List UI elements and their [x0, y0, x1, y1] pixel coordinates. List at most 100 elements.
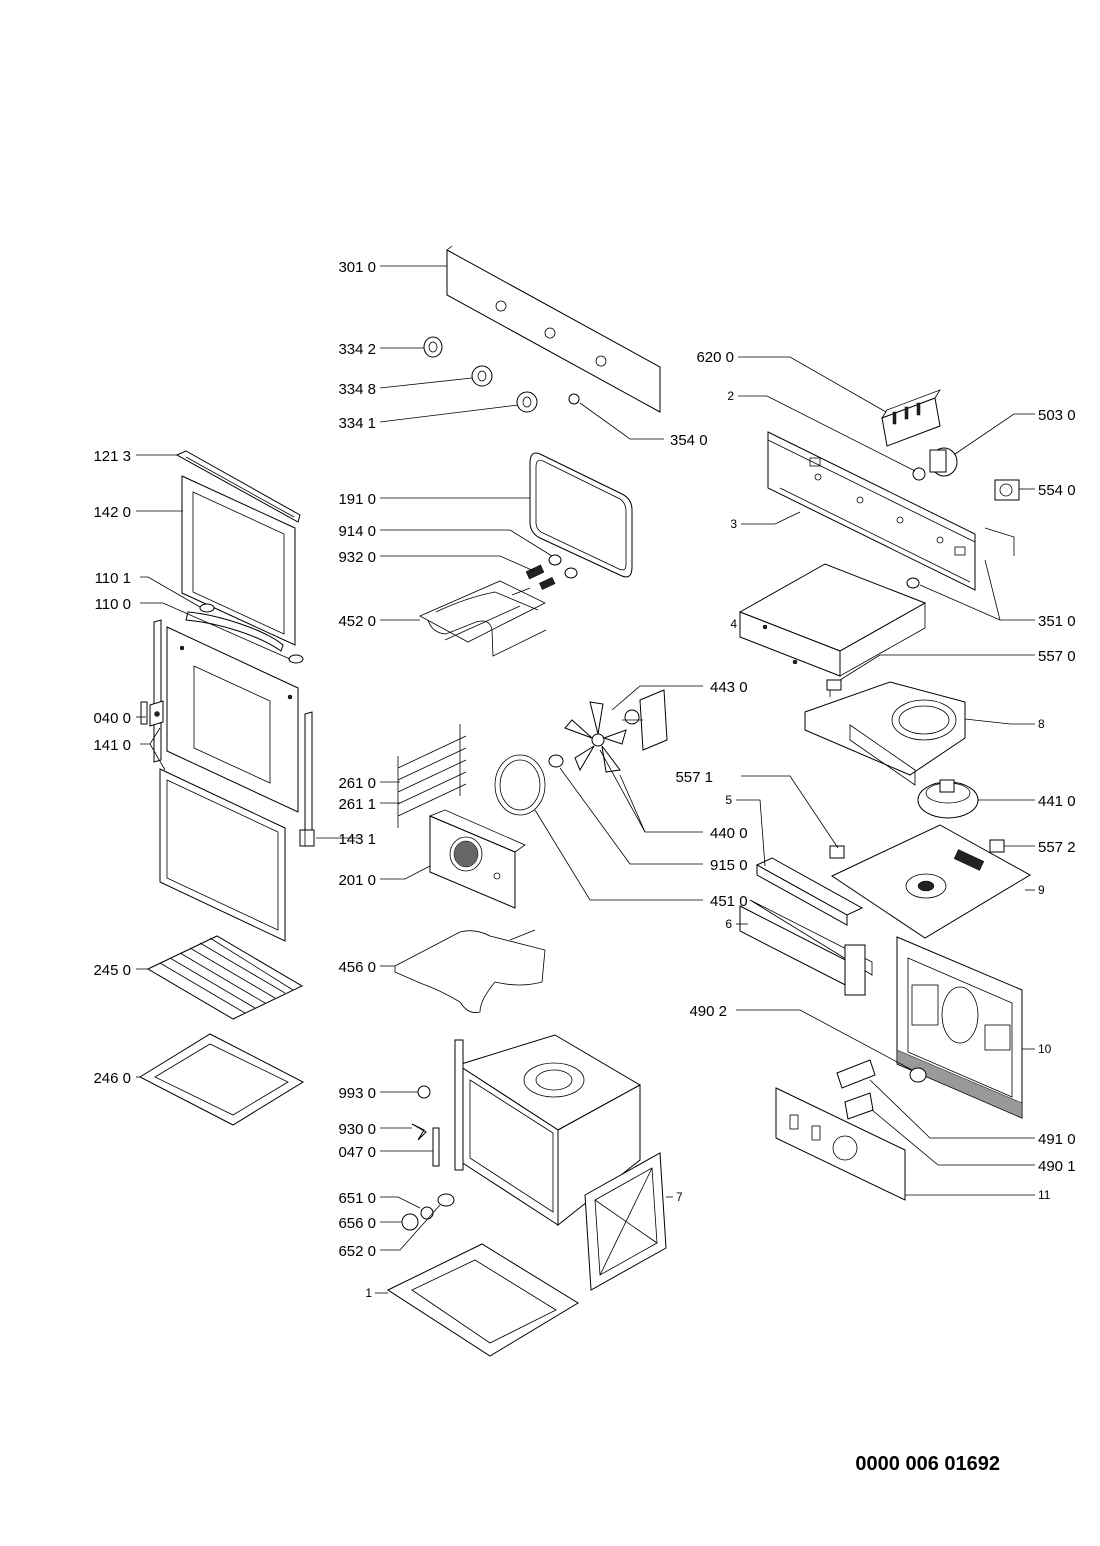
part-thermostat [984, 479, 1020, 556]
label-5571: 557 1 [675, 769, 713, 786]
label-6560: 656 0 [338, 1215, 376, 1232]
part-930-0 [411, 1123, 427, 1141]
part-491-0 [836, 1059, 876, 1089]
part-490-2 [909, 1067, 927, 1083]
label-5540: 554 0 [1038, 482, 1076, 499]
label-4430: 443 0 [710, 679, 748, 696]
part-351 [906, 577, 920, 589]
label-5570: 557 0 [1038, 648, 1076, 665]
part-knob-3342 [423, 336, 443, 358]
part-915-0 [548, 754, 564, 768]
label-3342: 334 2 [338, 341, 376, 358]
part-oven-cavity [454, 1034, 642, 1227]
label-5572: 557 2 [1038, 839, 1076, 856]
label-1101: 110 1 [95, 570, 131, 587]
part-door-profile [175, 450, 301, 523]
part-nuts-springs [525, 554, 578, 590]
label-2460: 246 0 [93, 1070, 131, 1087]
part-ring-element [494, 754, 546, 816]
part-fan-blade [564, 701, 627, 773]
label-0470: 047 0 [338, 1144, 376, 1161]
label-6200: 620 0 [696, 349, 734, 366]
part-fan-motor [917, 779, 979, 819]
label-2611: 261 1 [338, 796, 376, 813]
label-2610: 261 0 [338, 775, 376, 792]
label-3348: 334 8 [338, 381, 376, 398]
label-7: 7 [676, 1190, 683, 1204]
label-1100: 110 0 [95, 596, 131, 613]
label-1420: 142 0 [93, 504, 131, 521]
part-timer [929, 447, 958, 477]
label-9300: 930 0 [338, 1121, 376, 1138]
label-3010: 301 0 [338, 259, 376, 276]
part-small-knob [912, 467, 926, 481]
label-4: 4 [730, 617, 737, 631]
label-9320: 932 0 [338, 549, 376, 566]
part-door-seal [529, 452, 633, 578]
part-inner-glass [181, 475, 296, 646]
part-490-1 [844, 1092, 874, 1120]
label-1910: 191 0 [338, 491, 376, 508]
label-4902: 490 2 [689, 1003, 727, 1020]
part-lamp-assembly [401, 1193, 455, 1231]
label-9: 9 [1038, 883, 1045, 897]
label-1431: 143 1 [338, 831, 376, 848]
label-11: 11 [1038, 1188, 1051, 1202]
callout-labels: 301 0 334 2 334 8 334 1 354 0 620 0 2 50… [93, 259, 1075, 1300]
part-control-frame [767, 431, 976, 591]
label-1213: 121 3 [93, 448, 131, 465]
label-10: 10 [1038, 1042, 1052, 1056]
part-baking-tray [138, 1033, 305, 1126]
part-duct [755, 857, 864, 926]
part-hinge-block [149, 700, 164, 727]
label-9150: 915 0 [710, 857, 748, 874]
label-4400: 440 0 [710, 825, 748, 842]
part-top-plate [830, 824, 1031, 939]
label-4410: 441 0 [1038, 793, 1076, 810]
label-2450: 245 0 [93, 962, 131, 979]
label-1: 1 [365, 1286, 372, 1300]
label-3341: 334 1 [338, 415, 376, 432]
label-3540: 354 0 [670, 432, 708, 449]
part-door-handle [185, 603, 304, 664]
label-0400: 040 0 [93, 710, 131, 727]
part-bottom-plate [386, 1243, 579, 1357]
label-6520: 652 0 [338, 1243, 376, 1260]
part-terminal-block [881, 389, 941, 447]
part-clip-1431 [299, 829, 315, 847]
label-4520: 452 0 [338, 613, 376, 630]
label-4510: 451 0 [710, 893, 748, 910]
part-993-0 [417, 1085, 431, 1099]
part-557-2 [989, 839, 1005, 853]
leader-lines [136, 265, 1035, 1294]
part-grill-element [419, 580, 547, 657]
part-motor [622, 689, 668, 751]
part-back-wall [896, 936, 1023, 1119]
label-4910: 491 0 [1038, 1131, 1076, 1148]
part-side-frame [584, 1152, 667, 1291]
part-557-1 [829, 845, 845, 859]
part-047-0 [432, 1127, 440, 1167]
label-5: 5 [725, 793, 732, 807]
part-indicator-3540 [568, 393, 580, 405]
part-knob-3341 [516, 391, 538, 413]
part-side-cover [739, 899, 873, 996]
part-bracket-plate [775, 1087, 906, 1201]
label-4560: 456 0 [338, 959, 376, 976]
label-9140: 914 0 [338, 523, 376, 540]
part-lower-glass [159, 768, 286, 942]
label-3: 3 [730, 517, 737, 531]
part-side-racks [397, 724, 467, 828]
label-2010: 201 0 [338, 872, 376, 889]
label-6: 6 [725, 917, 732, 931]
part-557-0 [826, 679, 842, 697]
part-cover-plate [738, 563, 927, 677]
part-rear-panel [428, 809, 526, 909]
label-6510: 651 0 [338, 1190, 376, 1207]
label-5030: 503 0 [1038, 407, 1076, 424]
label-9930: 993 0 [338, 1085, 376, 1102]
label-4901: 490 1 [1038, 1158, 1076, 1175]
label-8: 8 [1038, 717, 1045, 731]
part-lower-element [394, 929, 546, 1013]
part-wire-rack [146, 935, 304, 1020]
